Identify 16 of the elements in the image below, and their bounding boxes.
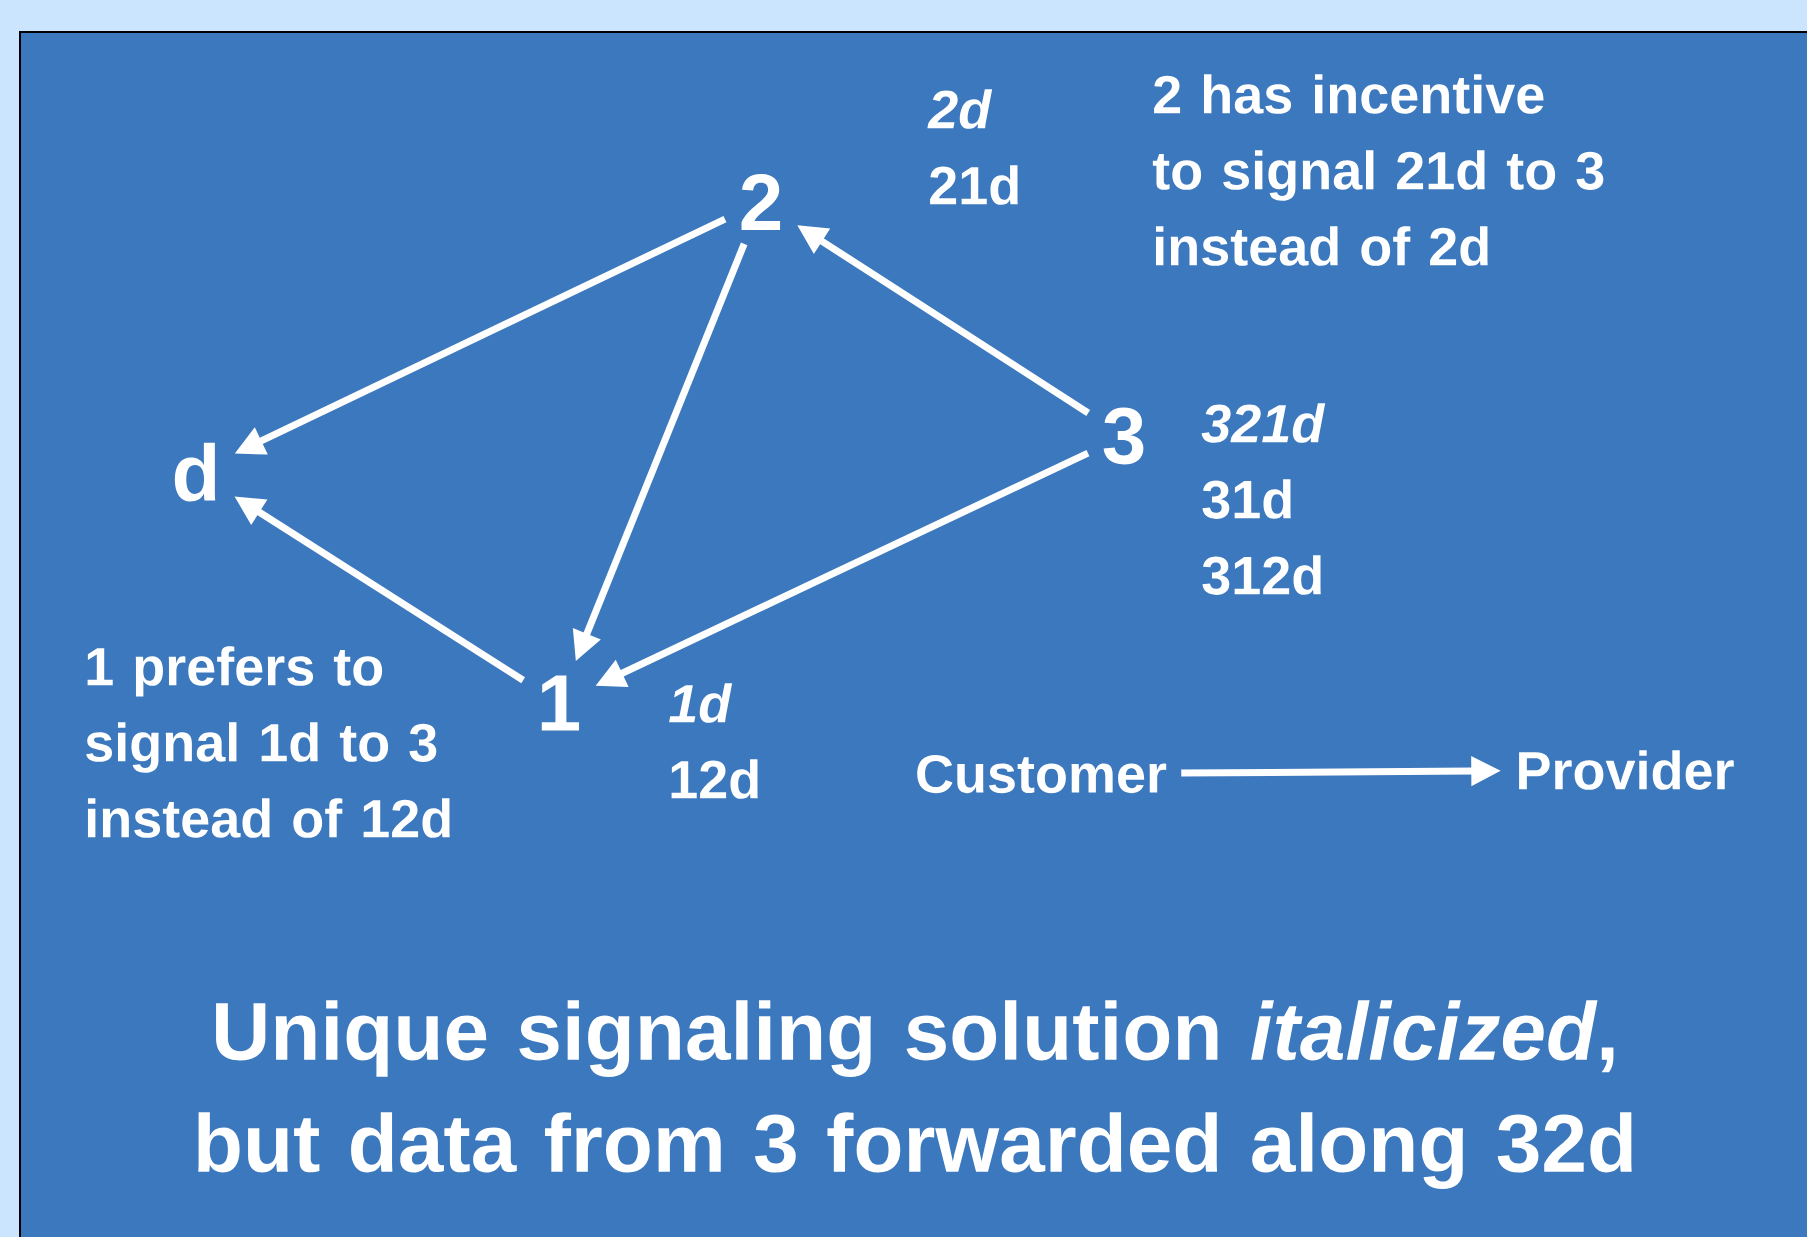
route-text: 321d — [1201, 403, 1326, 443]
route-text: 312d — [1202, 555, 1321, 595]
route-text: 2d — [927, 89, 993, 129]
node-number: d — [174, 442, 216, 502]
note-text: 2 has incentive to signal 21d to 3 instead of 2d — [1152, 74, 1604, 266]
route-text: 21d — [930, 165, 1018, 205]
note-text: 1 prefers to signal 1d to 3 instead of 12d — [86, 646, 450, 838]
node-number: 1 — [541, 675, 580, 731]
role-label: Customer — [917, 754, 1167, 794]
route-text: 31d — [1202, 479, 1291, 519]
route-text: 1d — [669, 683, 733, 723]
caption: Unique signaling solution italicized, but data from 3 forwarded along 32d — [198, 1000, 1632, 1189]
node-number: 3 — [1103, 407, 1144, 465]
node-number: 2 — [741, 174, 781, 230]
role-label: Provider — [1519, 750, 1734, 790]
route-text: 12d — [671, 759, 758, 799]
